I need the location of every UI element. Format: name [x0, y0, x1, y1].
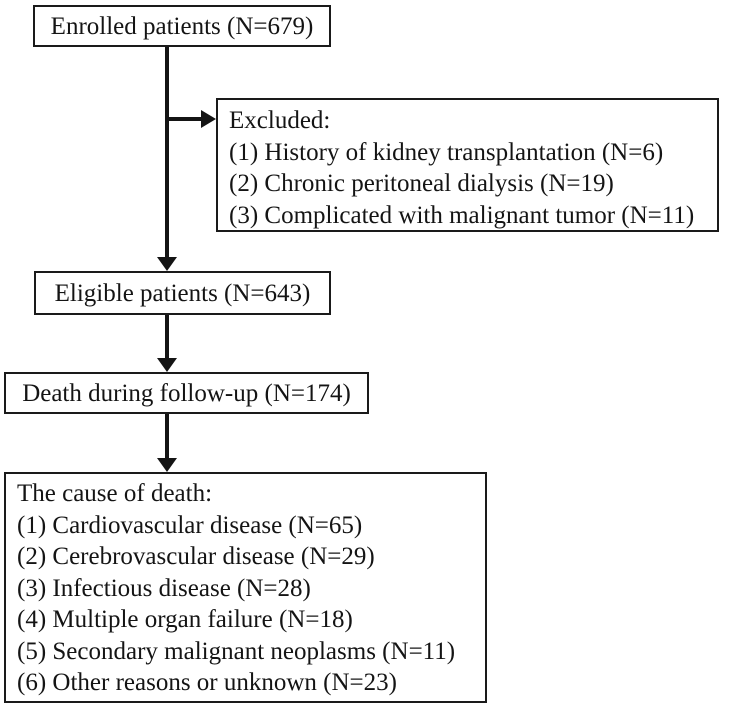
arrowhead-down-to-cause: [157, 458, 177, 472]
excluded-item-3: (3) Complicated with malignant tumor (N=…: [229, 201, 695, 229]
excluded-box: Excluded: (1) History of kidney transpla…: [216, 98, 719, 232]
cause-item-2: (2) Cerebrovascular disease (N=29): [17, 543, 375, 570]
death-followup-box: Death during follow-up (N=174): [4, 372, 369, 414]
cause-of-death-box: The cause of death: (1) Cardiovascular d…: [4, 472, 487, 703]
arrowhead-right-to-excluded: [201, 110, 216, 128]
arrowhead-down-to-eligible: [157, 257, 177, 271]
death-followup-label: Death during follow-up (N=174): [22, 379, 351, 407]
connector-branch-to-excluded: [167, 117, 202, 121]
excluded-header: Excluded:: [229, 107, 331, 134]
connector-death-to-cause: [165, 414, 169, 458]
cause-item-6: (6) Other reasons or unknown (N=23): [17, 669, 397, 696]
eligible-patients-box: Eligible patients (N=643): [34, 271, 331, 315]
excluded-item-1: (1) History of kidney transplantation (N…: [229, 138, 664, 166]
cause-item-3: (3) Infectious disease (N=28): [17, 574, 311, 602]
enrolled-patients-label: Enrolled patients (N=679): [50, 12, 314, 40]
cause-item-5: (5) Secondary malignant neoplasms (N=11): [17, 637, 456, 665]
excluded-item-2: (2) Chronic peritoneal dialysis (N=19): [229, 170, 614, 197]
cause-item-4: (4) Multiple organ failure (N=18): [17, 606, 353, 633]
arrowhead-down-to-death: [157, 358, 177, 372]
enrolled-patients-box: Enrolled patients (N=679): [33, 5, 331, 47]
connector-enrolled-to-eligible: [165, 47, 169, 257]
cause-item-1: (1) Cardiovascular disease (N=65): [17, 511, 363, 539]
eligible-patients-label: Eligible patients (N=643): [54, 279, 311, 307]
cause-header: The cause of death:: [17, 480, 213, 507]
connector-eligible-to-death: [165, 315, 169, 358]
